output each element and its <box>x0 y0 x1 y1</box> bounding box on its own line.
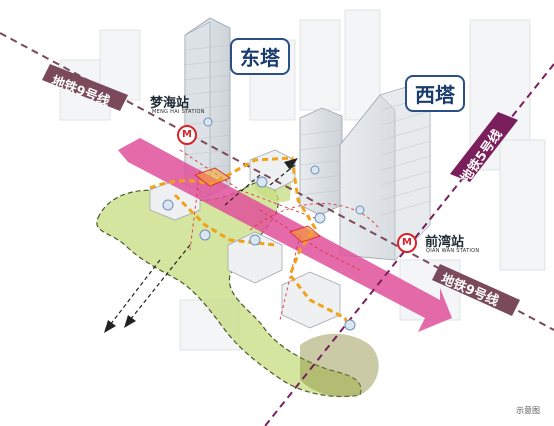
east-tower-label: 东塔 <box>230 38 290 75</box>
mid-tower <box>299 107 343 216</box>
green-public-space <box>96 181 362 398</box>
pink-axis-arrow <box>118 138 452 332</box>
west-tower-label: 西塔 <box>405 75 465 112</box>
outward-arrows <box>109 164 296 326</box>
west-tower <box>339 79 431 261</box>
line9-left-ribbon <box>42 64 128 111</box>
qianwan-station-name: 前湾站 <box>425 235 465 250</box>
menghai-metro-icon: M <box>177 125 197 145</box>
schematic-note: 示意图 <box>516 406 540 415</box>
menghai-station-name: 梦海站 <box>150 96 190 111</box>
connection-nodes <box>162 117 365 331</box>
station-boxes <box>194 167 321 243</box>
east-tower <box>184 17 231 199</box>
line9-right-ribbon <box>432 264 520 316</box>
line5-ribbon <box>450 112 518 182</box>
menghai-station-english: MENG HAI STATION <box>152 109 205 115</box>
red-dashed-circulation <box>179 149 381 321</box>
arrow-heads <box>104 158 298 333</box>
qianwan-station-english: QIAN WAN STATION <box>426 248 480 254</box>
olive-plaza <box>300 333 379 397</box>
metro-line-9 <box>0 32 554 331</box>
qianwan-metro-icon: M <box>397 233 417 253</box>
